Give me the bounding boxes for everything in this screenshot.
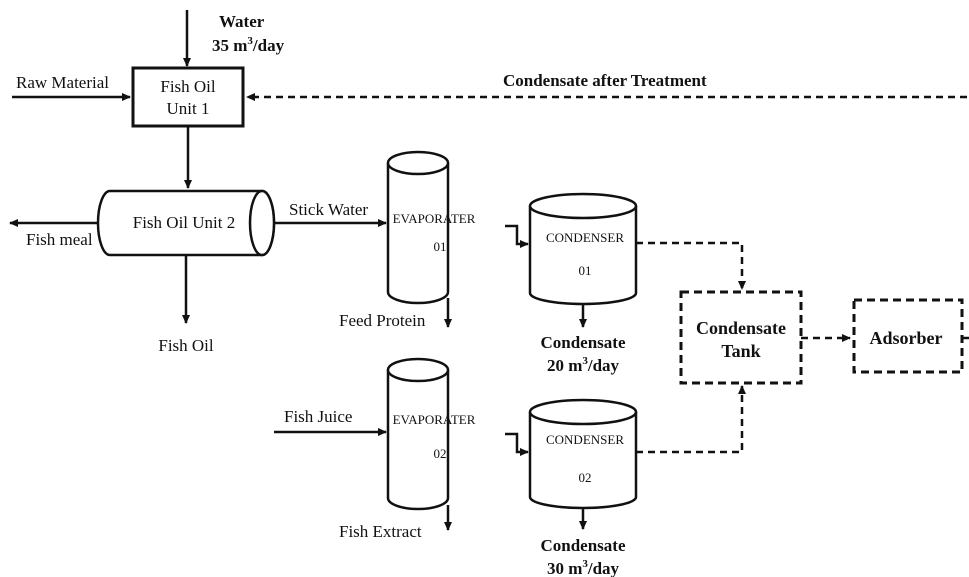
evaporator-02-label-line2: 02 — [434, 446, 447, 461]
evaporator-01-top — [386, 150, 450, 176]
fish-oil-unit-1-label-line2: Unit 1 — [167, 99, 210, 118]
condenser-01-top — [528, 192, 638, 220]
condensate-tank-label-line2: Tank — [721, 341, 760, 361]
condenser-02-label-line1: CONDENSER — [546, 432, 624, 447]
condensate-tank-label-line1: Condensate — [696, 318, 786, 338]
stick-water-label: Stick Water — [289, 200, 368, 219]
raw-material-label: Raw Material — [16, 73, 109, 92]
evaporator-02-to-condenser-02-arrow — [505, 432, 529, 456]
evaporator-01-label-line1: EVAPORATER — [393, 211, 476, 226]
adsorber-label: Adsorber — [870, 328, 943, 348]
condenser-02-label-line2: 02 — [579, 470, 592, 485]
fish-oil-unit-1-label-line1: Fish Oil — [160, 77, 216, 96]
evaporator-01-to-condenser-01-arrow — [505, 224, 529, 248]
evaporator-01-cylinder — [386, 163, 450, 305]
fish-oil-unit-2-label: Fish Oil Unit 2 — [133, 213, 236, 232]
fish-juice-label: Fish Juice — [284, 407, 352, 426]
fish-oil-label: Fish Oil — [158, 336, 214, 355]
adsorber-box — [852, 298, 964, 374]
feed-protein-label: Feed Protein — [339, 311, 426, 330]
condensate-02-label: Condensate — [540, 536, 625, 555]
condenser-02-cylinder — [528, 412, 638, 510]
condenser-01-cylinder — [528, 206, 638, 306]
evaporator-01-label-line2: 01 — [434, 239, 447, 254]
condenser-02-top — [528, 398, 638, 426]
condensate-tank-box — [679, 290, 803, 385]
condenser-01-label-line2: 01 — [579, 263, 592, 278]
evaporator-02-top — [386, 357, 450, 383]
water-rate-label: 35 m3/day — [212, 35, 285, 55]
fish-oil-unit-2-cylinder-end — [248, 189, 276, 257]
condensate-01-rate: 20 m3/day — [547, 355, 620, 375]
condensate-after-treatment-label: Condensate after Treatment — [503, 71, 707, 90]
condenser-01-to-tank-arrow — [636, 241, 746, 290]
fish-meal-label: Fish meal — [26, 230, 93, 249]
evaporator-02-label-line1: EVAPORATER — [393, 412, 476, 427]
condenser-01-label-line1: CONDENSER — [546, 230, 624, 245]
condenser-02-to-tank-arrow — [636, 385, 746, 454]
condensate-01-label: Condensate — [540, 333, 625, 352]
water-label: Water — [219, 12, 265, 31]
evaporator-02-cylinder — [386, 370, 450, 511]
fish-oil-unit-1-box — [131, 66, 245, 128]
condensate-02-rate: 30 m3/day — [547, 558, 620, 577]
fish-extract-label: Fish Extract — [339, 522, 422, 541]
